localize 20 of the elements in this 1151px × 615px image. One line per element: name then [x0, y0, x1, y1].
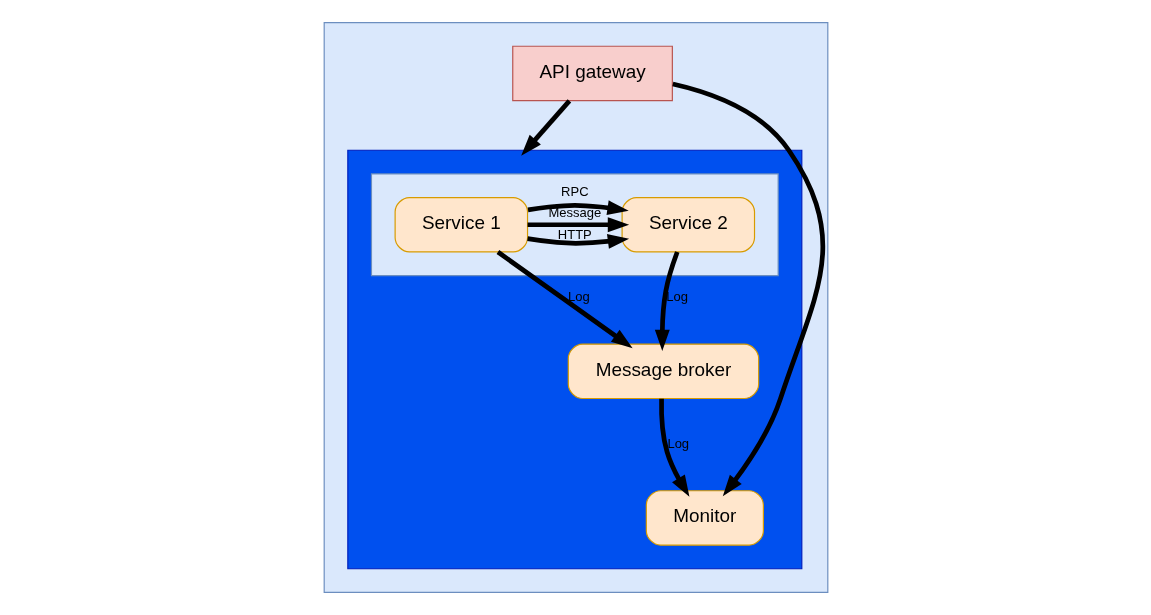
arrow	[526, 234, 629, 249]
arrow	[527, 200, 629, 216]
edge-label: Log	[665, 289, 688, 305]
cluster	[370, 173, 779, 277]
edge-label: RPC	[560, 184, 589, 200]
node-box: Service 1	[394, 196, 528, 253]
edge-label: Message	[547, 205, 601, 221]
node-box: Monitor	[645, 490, 764, 546]
edge-label: HTTP	[557, 226, 592, 242]
cluster	[346, 149, 802, 570]
arrow	[654, 251, 679, 352]
edge-label: Log	[567, 289, 590, 305]
arrow	[520, 99, 571, 156]
edge-label: Log	[666, 435, 689, 451]
arrow	[671, 81, 825, 497]
node-box: Message broker	[567, 343, 759, 400]
node-box: API gateway	[511, 45, 673, 102]
arrow	[658, 398, 689, 497]
arrow	[527, 217, 629, 233]
node-box: Service 2	[621, 196, 755, 253]
